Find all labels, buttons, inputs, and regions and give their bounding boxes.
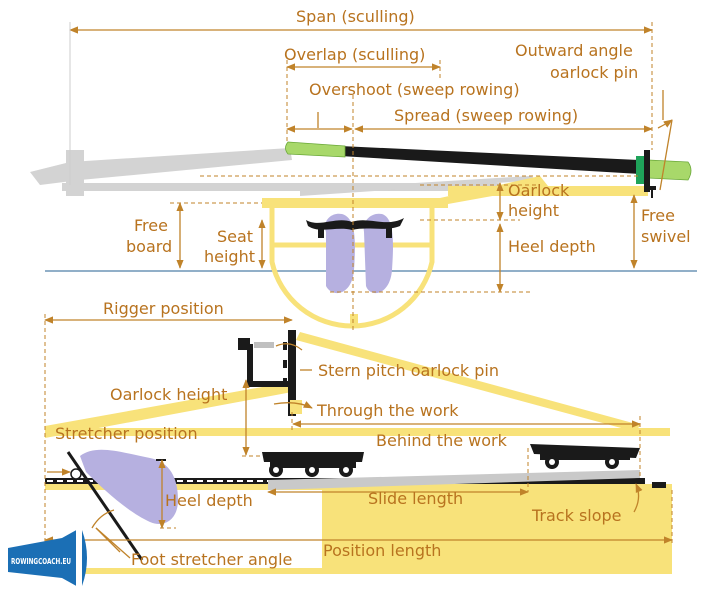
- rowingcoach-logo: ROWINGCOACH.EU: [8, 528, 87, 588]
- front-view: [30, 22, 697, 330]
- label-slide-length: Slide length: [368, 489, 463, 508]
- label-outward-angle-line1: Outward angle: [515, 41, 633, 60]
- label-heel-depth-top: Heel depth: [508, 237, 596, 256]
- label-span: Span (sculling): [296, 7, 415, 26]
- side-view: ROWINGCOACH.EU: [8, 314, 673, 588]
- front-dimensions: [69, 22, 673, 330]
- label-oarlock-height-side: Oarlock height: [110, 385, 227, 404]
- label-oarlock-height-top-line1: Oarlock: [508, 181, 570, 200]
- label-seat-height-line1: Seat: [217, 227, 253, 246]
- seat-back: [530, 444, 640, 469]
- label-free-swivel-line2: swivel: [641, 227, 691, 246]
- label-free-board-line2: board: [126, 237, 172, 256]
- label-stretcher-position: Stretcher position: [55, 424, 198, 443]
- oar-main: [285, 141, 692, 198]
- opposite-oar-grey: [30, 148, 540, 196]
- label-through-the-work: Through the work: [316, 401, 459, 420]
- label-foot-stretcher-angle: Foot stretcher angle: [131, 550, 292, 569]
- label-oarlock-height-top-line2: height: [508, 201, 559, 220]
- labels: Span (sculling) Overlap (sculling) Overs…: [55, 7, 691, 569]
- label-spread: Spread (sweep rowing): [394, 106, 578, 125]
- label-heel-depth-side: Heel depth: [165, 491, 253, 510]
- boat-hull-front: [262, 176, 648, 329]
- side-dimensions: [44, 314, 673, 560]
- feet-front: [306, 213, 404, 294]
- label-stern-pitch: Stern pitch oarlock pin: [318, 361, 499, 380]
- logo-text: ROWINGCOACH.EU: [11, 557, 71, 566]
- label-behind-the-work: Behind the work: [376, 431, 508, 450]
- label-free-board-line1: Free: [134, 216, 168, 235]
- label-seat-height-line2: height: [204, 247, 255, 266]
- label-position-length: Position length: [323, 541, 441, 560]
- label-overlap: Overlap (sculling): [284, 45, 425, 64]
- label-overshoot: Overshoot (sweep rowing): [309, 80, 520, 99]
- slide-rail: [268, 470, 640, 490]
- label-outward-angle-line2: oarlock pin: [550, 63, 638, 82]
- label-rigger-position: Rigger position: [103, 299, 224, 318]
- seat-forward: [262, 452, 364, 477]
- label-track-slope: Track slope: [531, 506, 622, 525]
- label-free-swivel-line1: Free: [641, 206, 675, 225]
- boat-hull-side: [45, 332, 672, 574]
